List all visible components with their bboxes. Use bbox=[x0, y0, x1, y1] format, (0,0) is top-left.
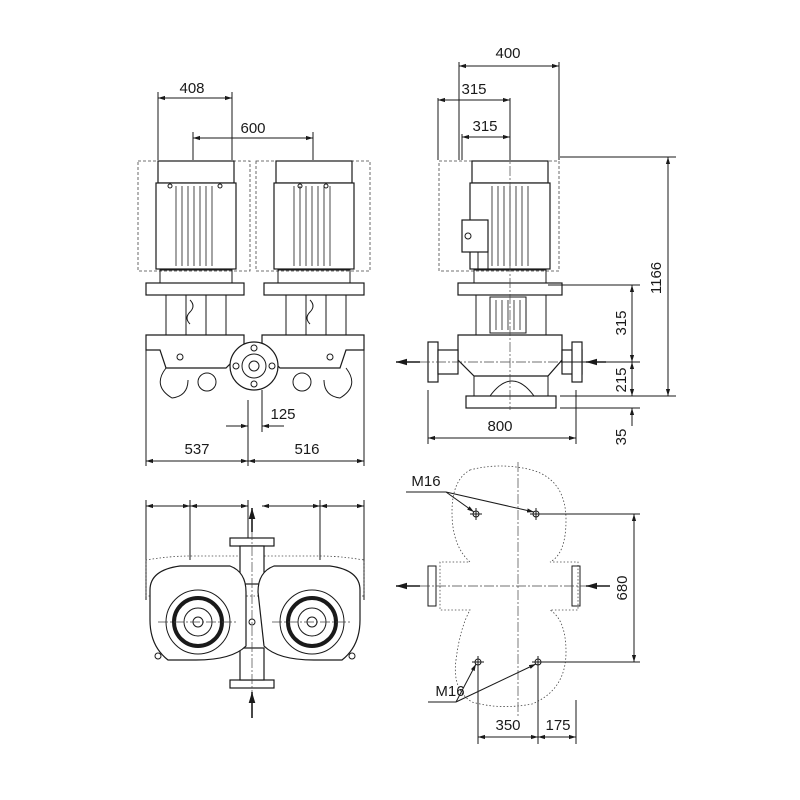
side-view: 400 315 315 1166 315 215 35 800 bbox=[396, 45, 676, 445]
dim-side-height-upper: 315 bbox=[613, 310, 630, 335]
label-bolt-bottom: M16 bbox=[435, 683, 464, 700]
dim-side-total-width: 400 bbox=[495, 45, 520, 62]
dim-side-height-mid: 215 bbox=[613, 367, 630, 392]
dim-side-motor-outer: 315 bbox=[461, 81, 486, 98]
dim-front-offset: 125 bbox=[270, 406, 295, 423]
dim-front-left: 537 bbox=[184, 441, 209, 458]
dim-plan-width-right: 175 bbox=[545, 717, 570, 734]
dim-side-motor-inner: 315 bbox=[472, 118, 497, 135]
dim-side-flange-width: 800 bbox=[487, 418, 512, 435]
label-bolt-top: M16 bbox=[411, 473, 440, 490]
left-impeller bbox=[158, 589, 238, 655]
dim-plan-width-left: 350 bbox=[495, 717, 520, 734]
left-motor bbox=[145, 160, 245, 336]
front-view: 408 600 125 537 516 bbox=[137, 80, 371, 466]
dim-front-right: 516 bbox=[294, 441, 319, 458]
dim-side-height-total: 1166 bbox=[648, 262, 665, 294]
top-view bbox=[145, 500, 365, 718]
dim-front-motor-width: 408 bbox=[179, 80, 204, 97]
dim-front-center-distance: 600 bbox=[240, 120, 265, 137]
right-impeller bbox=[272, 589, 352, 655]
pump-housing bbox=[145, 334, 365, 399]
foundation-plan: M16 M16 680 350 175 bbox=[396, 462, 640, 744]
right-motor bbox=[263, 160, 365, 336]
side-pump-housing bbox=[427, 334, 583, 409]
dim-plan-height: 680 bbox=[614, 575, 631, 600]
dim-side-height-base: 35 bbox=[613, 429, 630, 446]
